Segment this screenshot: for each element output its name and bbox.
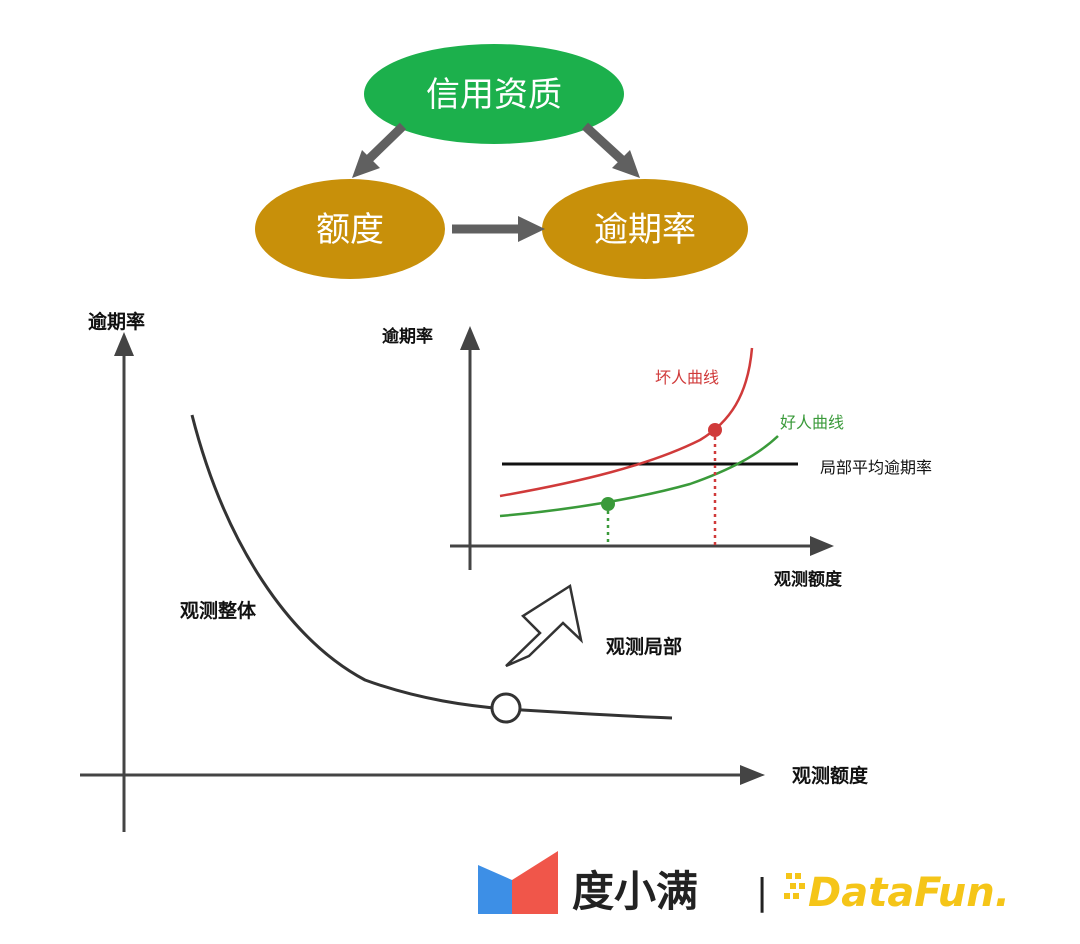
arrowhead-quota-to-overdue — [518, 216, 545, 242]
good-curve-label: 好人曲线 — [780, 413, 844, 432]
partner-logo-dot — [784, 893, 790, 899]
inset-y-arrowhead — [460, 326, 480, 350]
partner-logo: DataFun. — [808, 870, 1010, 916]
inset-x-axis-label: 观测额度 — [773, 569, 843, 590]
bad-curve — [499, 347, 754, 498]
arrowhead-credit-to-overdue — [612, 150, 640, 178]
zoom-label: 观测局部 — [606, 635, 682, 658]
local-average-label: 局部平均逾期率 — [820, 458, 932, 477]
main-x-axis-label: 观测额度 — [792, 764, 869, 787]
node-credit-label: 信用资质 — [426, 75, 562, 115]
node-overdue — [542, 179, 748, 279]
causal-diagram: 信用资质 额度 逾期率 — [255, 44, 748, 279]
main-y-axis-label: 逾期率 — [88, 310, 145, 333]
partner-logo-dot — [790, 883, 796, 889]
brand-logo-red-part — [512, 851, 558, 914]
node-overdue-label: 逾期率 — [594, 210, 696, 250]
good-point — [601, 497, 615, 511]
causal-arrows — [352, 122, 640, 242]
bad-point — [708, 423, 722, 437]
overall-curve — [190, 414, 673, 720]
brand-name: 度小满 — [572, 867, 698, 916]
footer: 度小满 | DataFun. — [478, 851, 1010, 916]
zoom-arrow — [505, 583, 584, 668]
good-curve — [499, 435, 779, 518]
main-x-arrowhead — [740, 765, 765, 785]
node-quota — [255, 179, 445, 279]
bad-curve-label: 坏人曲线 — [655, 368, 719, 387]
node-credit — [364, 44, 624, 144]
inset-chart: 逾期率 观测额度 局部平均逾期率 坏人曲线 好人曲线 — [382, 326, 932, 590]
main-y-arrowhead — [114, 332, 134, 356]
node-quota-label: 额度 — [316, 210, 384, 250]
partner-logo-dot — [793, 893, 799, 899]
brand-logo-icon — [478, 851, 558, 914]
partner-logo-dot — [795, 873, 801, 879]
inset-x-arrowhead — [810, 536, 834, 556]
brand-logo-blue-part — [478, 865, 512, 914]
observation-point — [490, 692, 522, 724]
main-chart: 逾期率 观测额度 观测整体 观测局部 — [80, 310, 869, 832]
arrow-credit-to-quota — [364, 122, 407, 164]
partner-logo-dots-icon — [784, 873, 805, 899]
overall-curve-label: 观测整体 — [180, 599, 257, 622]
logo-separator: | — [756, 872, 768, 913]
inset-y-axis-label: 逾期率 — [382, 326, 433, 347]
arrowhead-credit-to-quota — [352, 150, 380, 178]
partner-logo-dot — [799, 883, 805, 889]
partner-logo-dot — [786, 873, 792, 879]
arrow-credit-to-overdue — [581, 122, 626, 164]
